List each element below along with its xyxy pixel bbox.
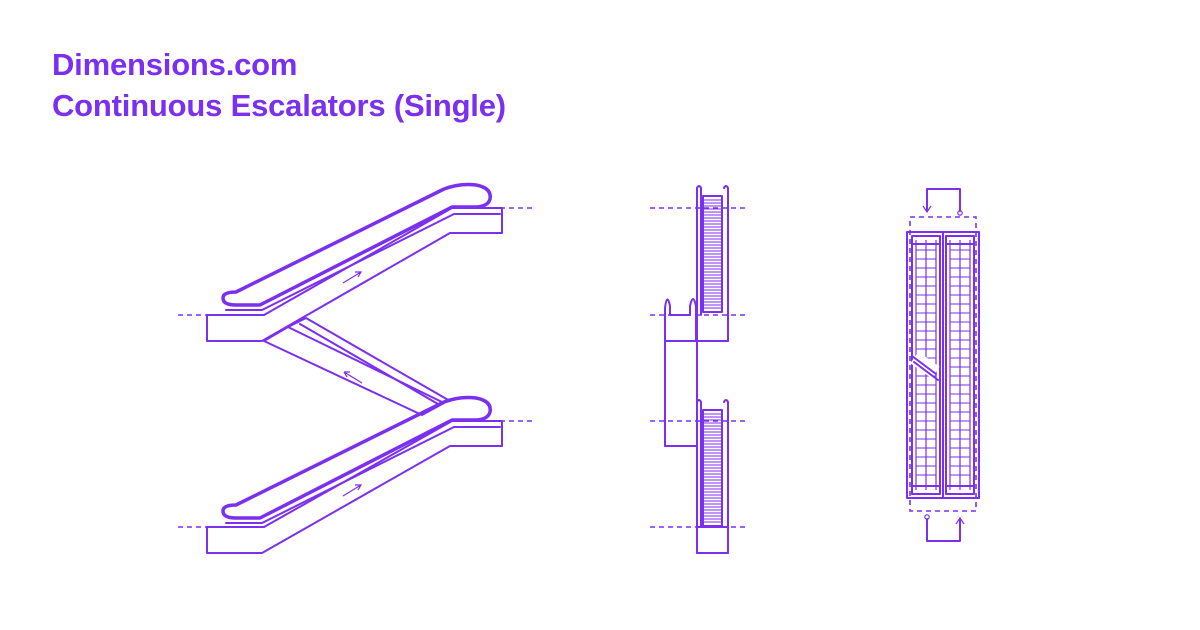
- up-arrow-icon: [342, 484, 363, 497]
- up-arrow-icon: [342, 271, 363, 284]
- side-elevation-view: [178, 182, 536, 554]
- page-title: Dimensions.com Continuous Escalators (Si…: [52, 44, 506, 126]
- brand-name: Dimensions.com: [52, 47, 298, 82]
- middle-escalator-down: [263, 317, 451, 416]
- arrow-icon: [922, 205, 932, 214]
- lower-escalator-up: [206, 395, 503, 554]
- truss: [206, 420, 503, 554]
- step-treads: [703, 199, 722, 523]
- left-escalator: [911, 235, 941, 495]
- right-escalator: [945, 235, 975, 495]
- landing-marker: [926, 518, 961, 542]
- truss: [263, 326, 445, 416]
- handrail: [221, 395, 492, 520]
- front-elevation-view: [650, 185, 745, 554]
- arrow-icon: [955, 516, 965, 525]
- plan-view: [906, 188, 980, 542]
- handrail: [221, 182, 492, 307]
- break-line: [913, 361, 939, 381]
- upper-escalator-up: [206, 182, 503, 342]
- truss: [206, 207, 503, 342]
- down-arrow-icon: [343, 371, 363, 384]
- drawing-title: Continuous Escalators (Single): [52, 88, 506, 123]
- break-line: [911, 355, 937, 375]
- landing-marker: [926, 188, 961, 212]
